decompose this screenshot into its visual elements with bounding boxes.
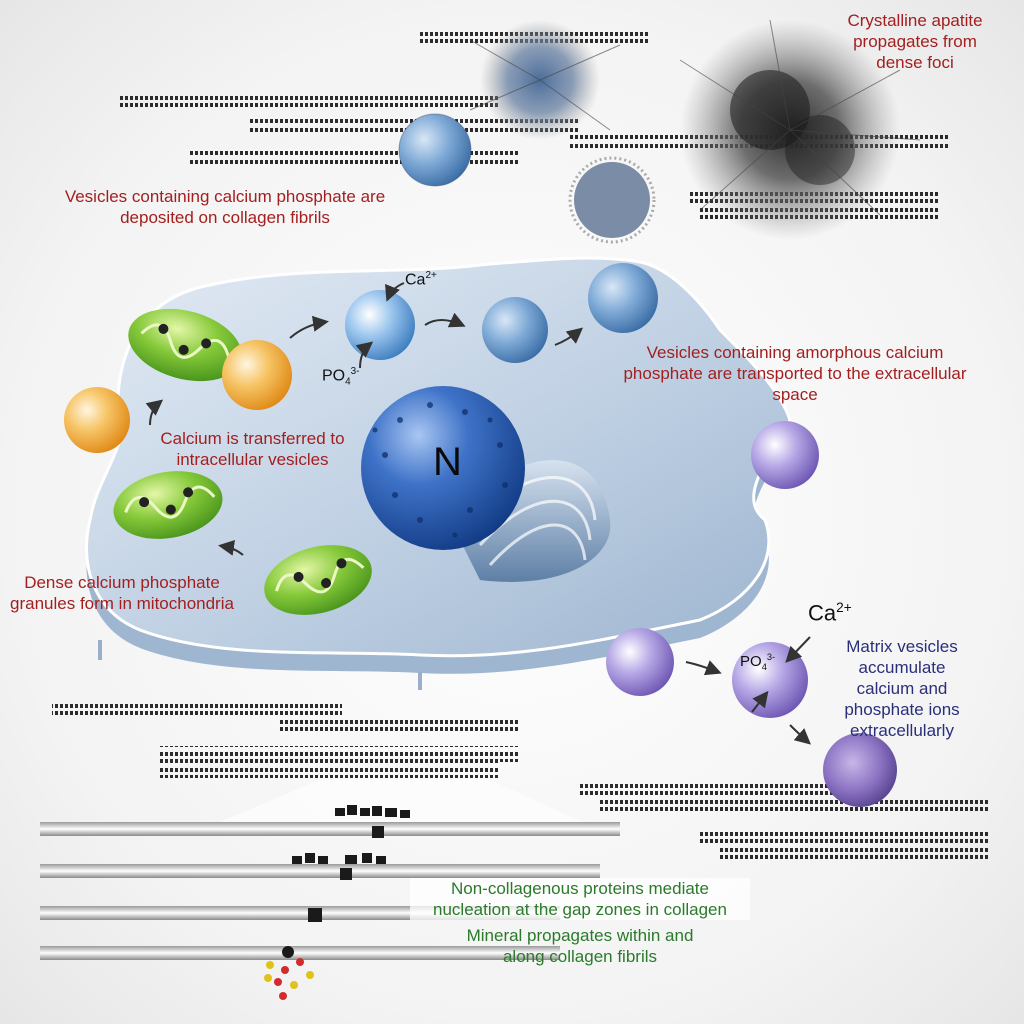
label-mineral: Mineral propagates within and along coll… — [466, 926, 694, 966]
label-granules: Dense calcium phosphate granules form in… — [10, 573, 234, 613]
ion-phosphate-intracellular: PO43- — [322, 366, 360, 388]
blue-vesicles — [345, 263, 658, 363]
nucleus — [361, 386, 525, 550]
label-amorphous: Vesicles containing amorphous calcium ph… — [623, 343, 967, 404]
ion-calcium-extracellular: Ca2+ — [808, 600, 852, 626]
deposited-vesicles — [398, 113, 656, 244]
collagen-tubes — [40, 780, 620, 1000]
collagen-fibrils-bottom — [52, 700, 990, 862]
non-collagenous-proteins — [264, 958, 314, 1000]
apatite-foci — [469, 19, 921, 240]
label-crystalline: Crystalline apatite propagates from dens… — [847, 11, 983, 72]
label-deposited: Vesicles containing calcium phosphate ar… — [64, 187, 386, 227]
ion-calcium-intracellular: Ca2+ — [405, 270, 437, 289]
mitochondria — [113, 308, 372, 615]
label-matrix-vesicles: Matrix vesicles accumulate calcium and p… — [844, 637, 960, 740]
process-arrows — [145, 282, 812, 745]
label-noncollagenous: Non-collagenous proteins mediate nucleat… — [410, 878, 750, 920]
nucleus-label: N — [433, 440, 462, 484]
label-calcium-transfer: Calcium is transferred to intracellular … — [160, 429, 345, 469]
orange-vesicles — [64, 340, 292, 453]
ion-phosphate-extracellular: PO43- — [740, 652, 776, 672]
